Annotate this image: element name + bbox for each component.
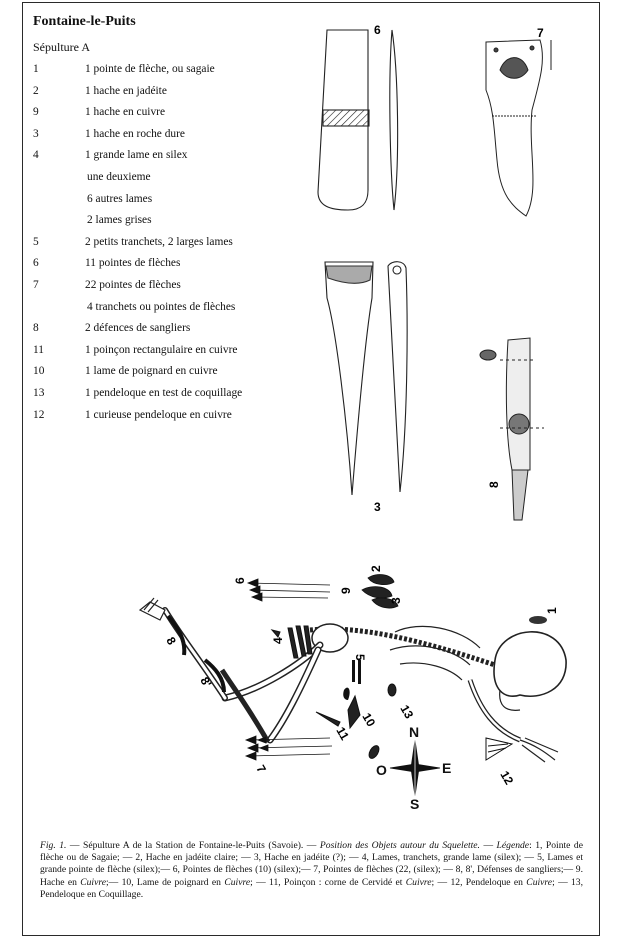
dagger-drawing-3 xyxy=(325,262,407,495)
plan-label-10: 10 xyxy=(359,711,378,730)
plan-arrowheads-7 xyxy=(246,736,332,760)
caption-text: ; — 12, Pendeloque en xyxy=(432,877,527,888)
plan-label-11: 11 xyxy=(333,725,352,743)
caption-position: Position des Objets autour du Squelette. xyxy=(320,840,480,851)
drawing-label-3: 3 xyxy=(374,500,381,514)
caption-text: — xyxy=(480,840,497,851)
caption-legende: Légende xyxy=(497,840,530,851)
compass-south: S xyxy=(410,796,419,812)
caption-cuivre: Cuivre xyxy=(406,877,432,888)
plan-label-2: 2 xyxy=(369,565,383,572)
plan-label-8: 8 xyxy=(163,635,179,648)
plan-arrowheads-6 xyxy=(248,579,330,601)
plan-label-8-prime: 8' xyxy=(197,675,214,690)
plan-label-5: 5 xyxy=(353,654,367,661)
caption-text: ; — 11, Poinçon : corne de Cervidé et xyxy=(250,877,406,888)
plan-label-6: 6 xyxy=(233,577,247,584)
compass-east: E xyxy=(442,760,451,776)
compass-west: O xyxy=(376,762,387,778)
drawing-label-8: 8 xyxy=(487,481,501,488)
caption-text: ;— 10, Lame de poignard en xyxy=(106,877,224,888)
compass-north: N xyxy=(409,724,419,740)
plan-pendant-12 xyxy=(486,738,512,760)
plan-item-5 xyxy=(343,660,361,700)
caption-cuivre: Cuivre xyxy=(80,877,106,888)
pendant-drawing-7 xyxy=(486,40,551,216)
plan-label-1: 1 xyxy=(545,607,559,614)
caption-cuivre: Cuivre xyxy=(224,877,250,888)
plan-label-7: 7 xyxy=(253,763,269,776)
plan-label-13: 13 xyxy=(397,703,416,722)
caption-cuivre: Cuivre xyxy=(526,877,552,888)
caption-text: — Sépulture A de la Station de Fontaine-… xyxy=(66,840,319,851)
figure-caption: Fig. 1. — Sépulture A de la Station de F… xyxy=(40,840,583,901)
plan-label-4: 4 xyxy=(271,637,285,644)
plan-label-12: 12 xyxy=(497,769,516,788)
compass-rose xyxy=(390,740,440,796)
plan-label-3: 3 xyxy=(389,597,403,604)
plan-items-10-13-11 xyxy=(316,684,396,760)
plan-label-9: 9 xyxy=(339,587,353,594)
tusk-drawing-8 xyxy=(480,338,544,520)
caption-fig: Fig. 1. xyxy=(40,840,66,851)
axe-drawing-6 xyxy=(318,30,398,210)
drawing-label-6: 6 xyxy=(374,23,381,37)
plan-item-1 xyxy=(529,616,547,624)
drawing-label-7: 7 xyxy=(537,26,544,40)
